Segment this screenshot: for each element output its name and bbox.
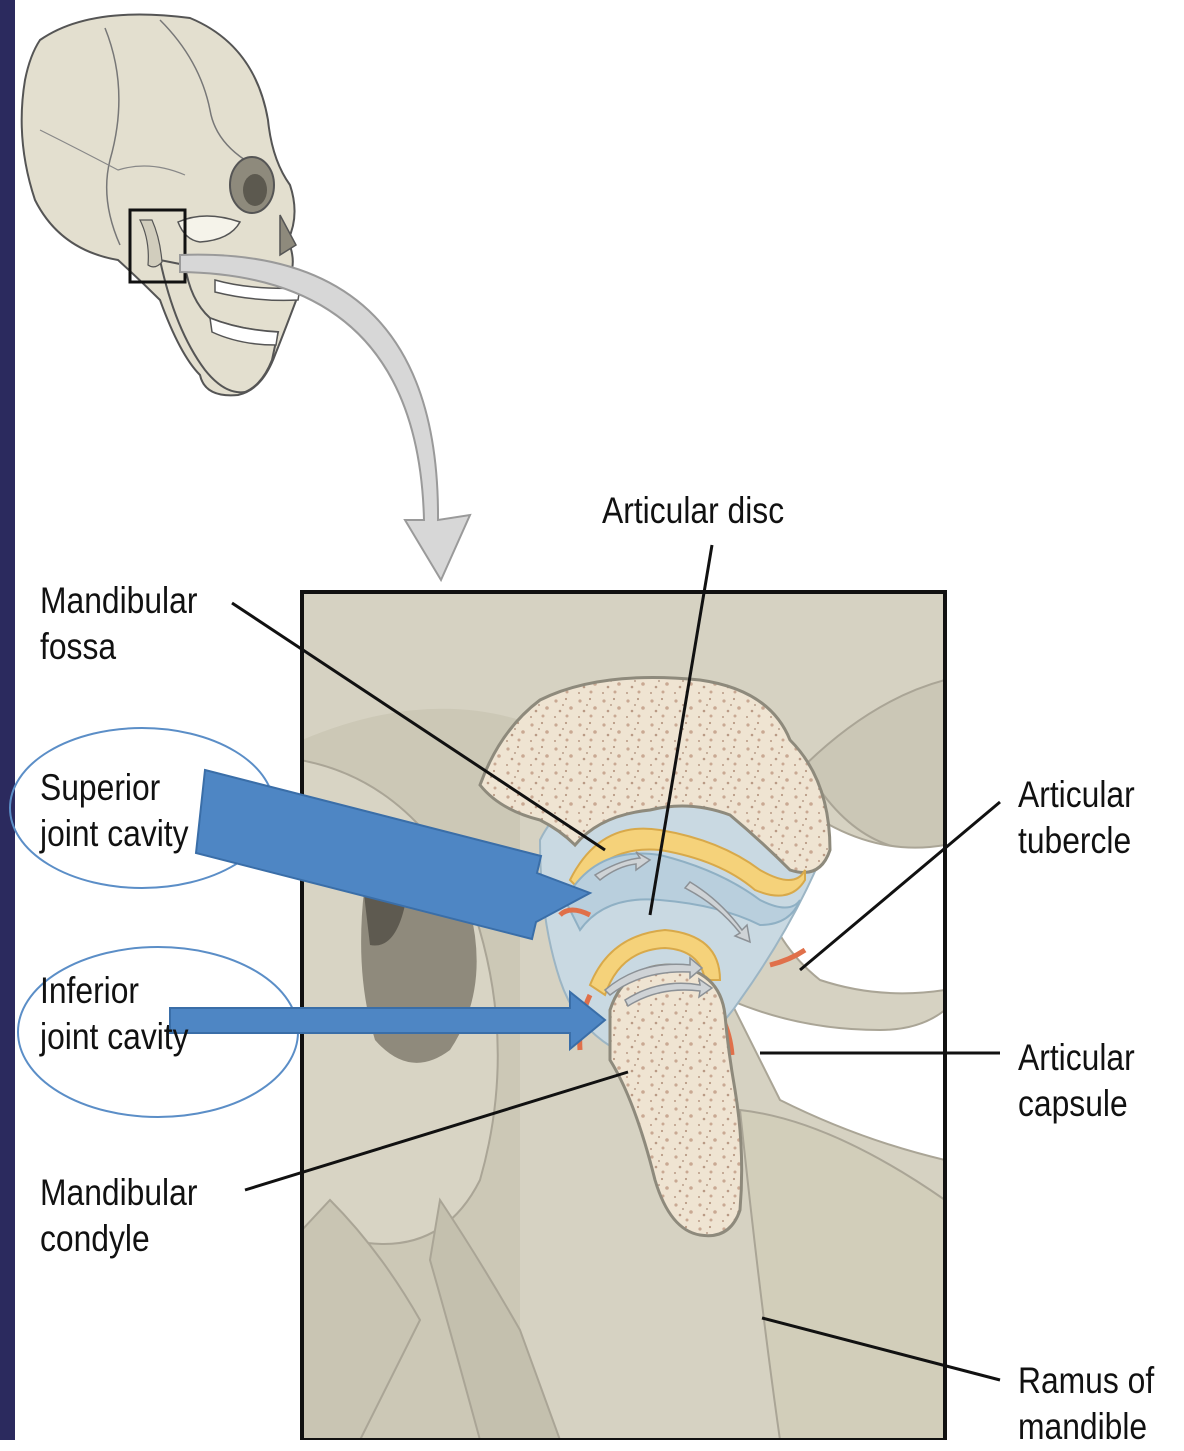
label-line-1: Mandibular <box>40 1170 197 1216</box>
label-superior-joint-cavity: Superior joint cavity <box>40 765 189 858</box>
label-articular-disc-text: Articular disc <box>602 488 784 534</box>
label-mandibular-condyle: Mandibular condyle <box>40 1170 197 1263</box>
label-line-2: tubercle <box>1018 818 1135 864</box>
label-line-2: condyle <box>40 1216 197 1262</box>
label-line-1: Articular <box>1018 772 1135 818</box>
label-line-2: joint cavity <box>40 1014 189 1060</box>
label-line-1: Ramus of <box>1018 1358 1154 1404</box>
label-ramus-of-mandible: Ramus of mandible <box>1018 1358 1154 1451</box>
label-line-1: Articular <box>1018 1035 1135 1081</box>
label-line-1: Superior <box>40 765 189 811</box>
label-mandibular-fossa: Mandibular fossa <box>40 578 197 671</box>
label-line-1: Inferior <box>40 968 189 1014</box>
label-line-2: mandible <box>1018 1404 1154 1450</box>
label-inferior-joint-cavity: Inferior joint cavity <box>40 968 189 1061</box>
label-line-1: Mandibular <box>40 578 197 624</box>
skull-icon <box>22 14 300 395</box>
label-articular-tubercle: Articular tubercle <box>1018 772 1135 865</box>
label-articular-disc: Articular disc <box>602 488 784 534</box>
label-line-2: joint cavity <box>40 811 189 857</box>
label-line-2: fossa <box>40 624 197 670</box>
label-articular-capsule: Articular capsule <box>1018 1035 1135 1128</box>
label-line-2: capsule <box>1018 1081 1135 1127</box>
